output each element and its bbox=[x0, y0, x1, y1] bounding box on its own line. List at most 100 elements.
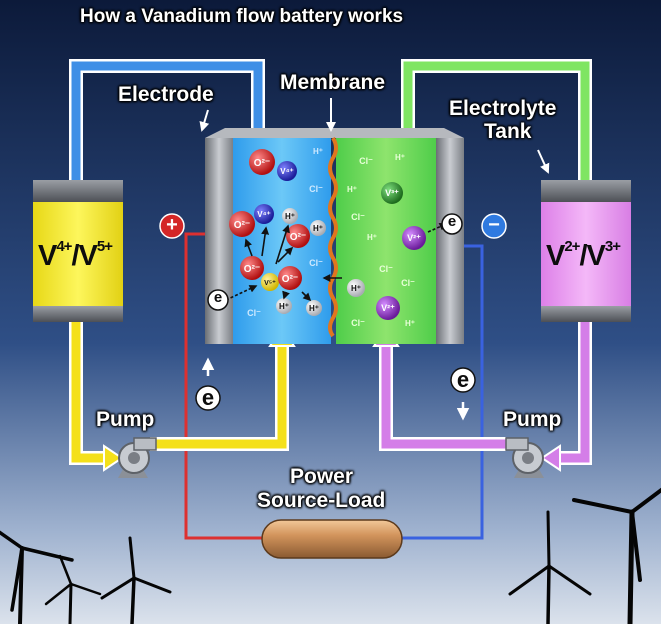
power-label-line1: Power bbox=[290, 465, 354, 488]
ion-label-v5: V⁵⁺ bbox=[264, 280, 276, 287]
power-label-line2: Source-Load bbox=[257, 489, 386, 512]
reaction-arrows bbox=[244, 224, 342, 302]
tank-pointer bbox=[537, 149, 550, 174]
ion-label-h: H⁺ bbox=[395, 153, 405, 162]
right-tank-sup2: 3+ bbox=[604, 238, 621, 255]
ion-label-h: H⁺ bbox=[347, 185, 357, 194]
ion-label-h: H⁺ bbox=[309, 304, 319, 313]
ion-label-h: H⁺ bbox=[285, 212, 295, 221]
right-tank-sup1: 2+ bbox=[564, 238, 580, 255]
oxygen-ion bbox=[229, 211, 255, 237]
wind-turbine-icon bbox=[508, 510, 592, 624]
negative-electrode bbox=[436, 138, 464, 344]
pump-icon bbox=[118, 437, 157, 478]
flow-arrow-yellow-in bbox=[103, 444, 124, 472]
left-tank-label: V4+/V5+ bbox=[38, 238, 113, 273]
pump-left-label: Pump bbox=[96, 408, 155, 431]
vanadium3-ion bbox=[381, 182, 403, 204]
right-tank-label: V2+/V3+ bbox=[546, 238, 621, 273]
negative-terminal-sign: − bbox=[488, 214, 500, 236]
hydrogen-ion bbox=[282, 208, 298, 224]
left-electrolyte-tank bbox=[33, 180, 123, 322]
positive-wire bbox=[184, 232, 262, 540]
ion-label-v2: V²⁺ bbox=[381, 303, 395, 313]
vanadium-ion bbox=[254, 204, 274, 224]
electron-label: e bbox=[213, 289, 223, 306]
ion-label-h: H⁺ bbox=[405, 319, 415, 328]
left-tank-mid: /V bbox=[71, 240, 97, 272]
hydrogen-ion bbox=[276, 298, 292, 314]
ion-label-v4: V⁴⁺ bbox=[280, 167, 294, 176]
flow-arrow-purple-in bbox=[540, 444, 561, 472]
ion-label-cl: Cl⁻ bbox=[309, 184, 323, 194]
flow-pipe-purple bbox=[556, 322, 590, 463]
vanadium-ion bbox=[277, 161, 297, 181]
oxygen-ion bbox=[278, 266, 302, 290]
positive-terminal bbox=[159, 213, 185, 239]
flow-pipe-green bbox=[403, 61, 590, 184]
ion-label-v2: V²⁺ bbox=[407, 233, 421, 243]
ion-label-h: H⁺ bbox=[313, 147, 323, 156]
left-tank-sup1: 4+ bbox=[56, 238, 72, 255]
electron-label: e bbox=[456, 367, 470, 392]
load-cylinder-icon bbox=[261, 519, 403, 559]
electron-icon bbox=[441, 213, 463, 235]
wind-turbine-icon bbox=[44, 554, 102, 624]
flow-pipe-blue bbox=[71, 61, 263, 184]
ion-label-h: H⁺ bbox=[351, 284, 361, 293]
ion-label-o2: O²⁻ bbox=[234, 220, 250, 231]
pump-icon bbox=[505, 437, 544, 478]
ion-label-cl: Cl⁻ bbox=[247, 308, 261, 318]
ion-label-cl: Cl⁻ bbox=[401, 278, 415, 288]
oxygen-ion bbox=[240, 256, 264, 280]
ion-label-o2: O²⁻ bbox=[254, 158, 270, 169]
left-tank-base: V bbox=[38, 240, 57, 272]
ion-label-o2: O²⁻ bbox=[282, 274, 298, 285]
left-tank-sup2: 5+ bbox=[96, 238, 113, 255]
electrode-pointer bbox=[199, 109, 210, 132]
ion-label-h: H⁺ bbox=[279, 302, 289, 311]
oxygen-ion bbox=[286, 224, 310, 248]
positive-terminal-sign: + bbox=[166, 214, 178, 236]
ion-label-o2: O²⁻ bbox=[244, 264, 260, 275]
ion-label-v4: V⁴⁺ bbox=[257, 210, 271, 219]
electron-icon bbox=[450, 367, 476, 393]
wind-turbine-icon bbox=[0, 530, 74, 624]
wind-turbine-icon bbox=[572, 487, 661, 624]
positive-electrode bbox=[205, 138, 233, 344]
negative-wire bbox=[402, 244, 484, 540]
negative-terminal bbox=[481, 213, 507, 239]
electron-icon bbox=[195, 385, 221, 411]
vanadium2-ion bbox=[402, 226, 426, 250]
wind-turbine-icon bbox=[100, 536, 172, 624]
ion-label-cl: Cl⁻ bbox=[309, 258, 323, 268]
hydrogen-ion bbox=[306, 300, 322, 316]
electron-label: e bbox=[201, 385, 215, 410]
ion-label-cl: Cl⁻ bbox=[351, 318, 365, 328]
electron-icon bbox=[207, 289, 229, 311]
ion-label-cl: Cl⁻ bbox=[351, 212, 365, 222]
hydrogen-ion bbox=[347, 279, 365, 297]
flow-pipe-purple-out bbox=[381, 344, 506, 449]
oxygen-ion bbox=[249, 149, 275, 175]
ion-label-h: H⁺ bbox=[313, 224, 323, 233]
electron-path-left bbox=[225, 285, 258, 301]
electron-label: e bbox=[447, 213, 457, 230]
flow-pipe-yellow bbox=[71, 322, 108, 463]
ion-label-v3: V³⁺ bbox=[385, 188, 399, 198]
ion-group: O²⁻ V⁴⁺ O²⁻ V⁴⁺ O²⁻ H⁺ H⁺ O²⁻ V⁵⁺ O²⁻ H⁺… bbox=[229, 147, 426, 328]
flow-pipe-yellow-out bbox=[150, 344, 287, 449]
ion-label-o2: O²⁻ bbox=[290, 232, 306, 243]
right-tank-mid: /V bbox=[579, 240, 605, 272]
electrode-label: Electrode bbox=[118, 83, 214, 106]
ion-label-cl: Cl⁻ bbox=[379, 264, 393, 274]
diagram-title: How a Vanadium flow battery works bbox=[80, 6, 404, 27]
pump-right-label: Pump bbox=[503, 408, 562, 431]
ion-label-h: H⁺ bbox=[367, 233, 377, 242]
vanadium5-ion bbox=[261, 273, 279, 291]
right-electrolyte-tank bbox=[541, 180, 631, 322]
right-tank-base: V bbox=[546, 240, 565, 272]
membrane-line bbox=[328, 136, 338, 338]
